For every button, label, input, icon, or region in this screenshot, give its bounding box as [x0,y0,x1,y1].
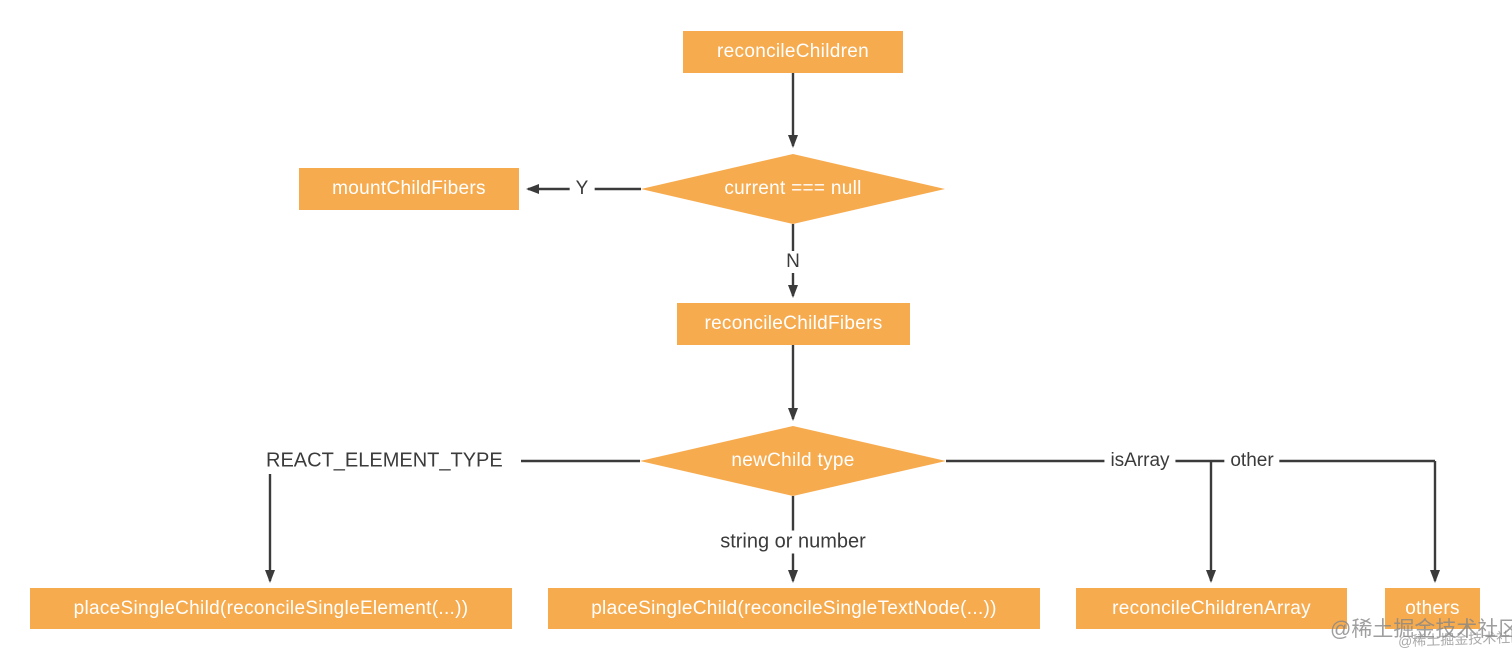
edge-label-yes: Y [569,178,595,200]
edge-label-other: other [1224,450,1280,472]
node-place-single-child-element: placeSingleChild(reconcileSingleElement(… [30,588,512,629]
decision-current-null-shape [641,154,945,224]
watermark-juejin: @稀土掘金技术社区 [1330,618,1512,641]
edge-label-react-element-type: REACT_ELEMENT_TYPE [266,449,507,473]
node-reconcile-children: reconcileChildren [683,31,903,73]
watermark-juejin-secondary: @稀土掘金技术社区 [1397,628,1512,650]
edge-label-is-array: isArray [1104,450,1176,472]
node-mount-child-fibers: mountChildFibers [299,168,519,210]
edge-label-no: N [780,251,806,273]
node-reconcile-child-fibers: reconcileChildFibers [677,303,910,345]
node-reconcile-children-array: reconcileChildrenArray [1076,588,1347,629]
decision-newchild-type-shape [640,426,946,496]
node-others: others [1385,588,1480,629]
node-place-single-child-textnode: placeSingleChild(reconcileSingleTextNode… [548,588,1040,629]
edge-label-string-or-number: string or number [714,530,872,554]
